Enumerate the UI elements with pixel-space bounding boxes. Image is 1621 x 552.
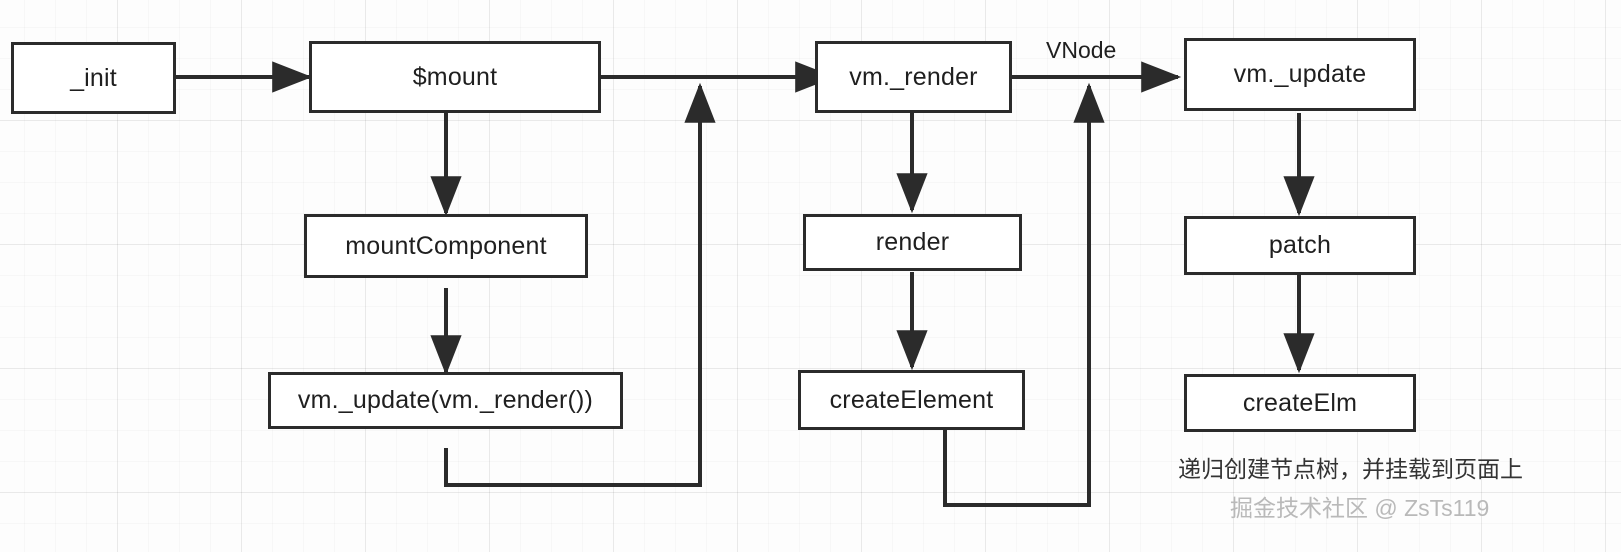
edge-label-vnode: VNode [1046,37,1117,63]
node-vm-render-label: vm._render [849,62,978,91]
node-init[interactable]: _init [11,42,176,114]
node-vm-update[interactable]: vm._update [1184,38,1416,111]
node-create-elm-label: createElm [1242,388,1358,417]
watermark-text: 掘金技术社区 @ ZsTs119 [1230,495,1490,521]
node-patch-label: patch [1268,231,1332,259]
node-create-elm[interactable]: createElm [1184,374,1416,432]
node-mount[interactable]: $mount [309,41,601,113]
node-mount-label: $mount [412,62,498,91]
node-render[interactable]: render [803,214,1022,271]
node-update-render-label: vm._update(vm._render()) [297,386,594,414]
node-create-element[interactable]: createElement [798,370,1025,430]
node-vm-render[interactable]: vm._render [815,41,1012,113]
node-patch[interactable]: patch [1184,216,1416,275]
node-init-label: _init [70,63,117,92]
node-mount-component[interactable]: mountComponent [304,214,588,278]
node-mount-component-label: mountComponent [345,231,547,260]
edge-createelement-loop-to-vmupdate [943,82,1105,507]
node-update-render[interactable]: vm._update(vm._render()) [268,372,623,429]
caption-annotation: 递归创建节点树，并挂载到页面上 [1178,456,1523,482]
node-render-label: render [875,228,950,256]
node-vm-update-label: vm._update [1233,60,1367,88]
node-create-element-label: createElement [829,385,994,414]
